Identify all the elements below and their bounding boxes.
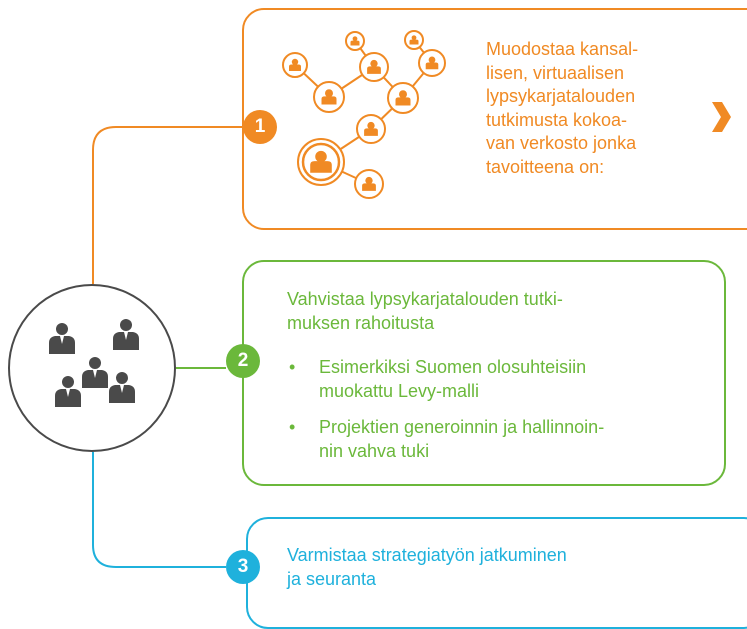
step1-line: tutkimusta kokoa- — [486, 109, 628, 130]
step2-heading: Vahvistaa lypsykarjatalouden tutki- muks… — [287, 287, 707, 335]
step1-text: Muodostaa kansal- lisen, virtuaalisen ly… — [486, 38, 686, 179]
list-item: • Projektien generoinnin ja hallinnoin- … — [287, 415, 707, 463]
step3-line: Varmistaa strategiatyön jatkuminen — [287, 545, 567, 565]
bullet-dot: • — [289, 417, 296, 437]
bullet-line: nin vahva tuki — [319, 441, 430, 461]
connector-step1 — [92, 126, 243, 284]
people-group-icon — [49, 319, 139, 407]
step3-text: Varmistaa strategiatyön jatkuminen ja se… — [287, 543, 677, 591]
step1-box — [242, 8, 747, 230]
bullet-line: muokattu Levy-malli — [319, 381, 480, 401]
bullet-line: Esimerkiksi Suomen olosuhteisiin — [319, 357, 587, 377]
step3-line: ja seuranta — [287, 569, 377, 589]
bullet-line: Projektien generoinnin ja hallinnoin- — [319, 417, 605, 437]
step1-line: tavoitteena on: — [486, 156, 605, 177]
step1-line: lisen, virtuaalisen — [486, 62, 625, 83]
hub-circle — [8, 284, 176, 452]
step2-bullet-list: • Esimerkiksi Suomen olosuhteisiin muoka… — [287, 355, 707, 475]
step1-line: lypsykarjatalouden — [486, 86, 636, 106]
step1-line: van verkosto jonka — [486, 133, 637, 153]
step2-heading-line: muksen rahoitusta — [287, 313, 435, 333]
step1-badge: 1 — [243, 110, 277, 144]
step2-badge: 2 — [226, 344, 260, 378]
step2-box — [242, 260, 726, 486]
step3-badge: 3 — [226, 550, 260, 584]
connector-step3 — [92, 452, 226, 568]
list-item: • Esimerkiksi Suomen olosuhteisiin muoka… — [287, 355, 707, 403]
step3-box — [246, 517, 747, 629]
chevron-right-icon — [712, 102, 731, 132]
bullet-dot: • — [289, 357, 296, 377]
step1-line: Muodostaa kansal- — [486, 39, 639, 59]
network-people-icon — [282, 30, 446, 199]
step2-heading-line: Vahvistaa lypsykarjatalouden tutki- — [287, 289, 563, 309]
